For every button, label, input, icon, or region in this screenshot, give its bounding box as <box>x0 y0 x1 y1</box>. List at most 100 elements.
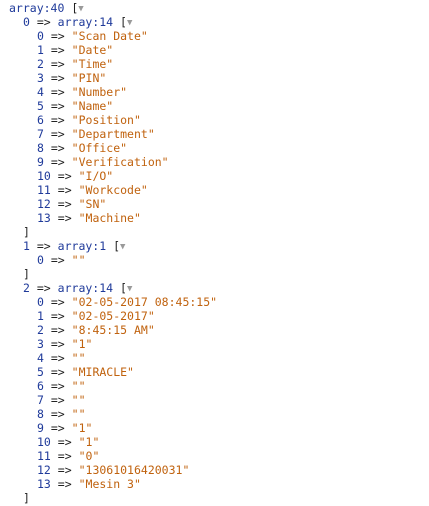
item-value: "8:45:15 AM" <box>71 323 155 337</box>
arrow: => <box>36 281 51 295</box>
array-prefix: array: <box>57 281 100 295</box>
array-item: 2 => "8:45:15 AM" <box>9 323 424 337</box>
item-index: 7 <box>37 127 44 141</box>
item-index: 3 <box>37 71 44 85</box>
item-value: "1" <box>71 421 93 435</box>
item-value: "PIN" <box>71 71 107 85</box>
group-count: 14 <box>99 15 114 29</box>
item-value: "1" <box>71 337 93 351</box>
arrow: => <box>57 463 72 477</box>
group-index: 2 <box>23 281 30 295</box>
collapse-toggle-icon[interactable]: ▼ <box>120 242 126 252</box>
item-index: 12 <box>37 463 51 477</box>
collapse-toggle-icon[interactable]: ▼ <box>126 18 133 28</box>
arrow: => <box>50 43 65 57</box>
array-item: 3 => "1" <box>9 337 424 351</box>
arrow: => <box>50 141 65 155</box>
item-index: 1 <box>37 309 44 323</box>
item-index: 3 <box>37 337 44 351</box>
arrow: => <box>50 113 65 127</box>
item-value: "02-05-2017" <box>71 309 155 323</box>
array-item: 11 => "Workcode" <box>9 183 424 197</box>
arrow: => <box>57 197 72 211</box>
array-item: 0 => "" <box>9 253 424 267</box>
array-item: 4 => "Number" <box>9 85 424 99</box>
array-item: 0 => "Scan Date" <box>9 29 424 43</box>
arrow: => <box>50 85 65 99</box>
array-group-header: 2 => array:14 [▼ <box>9 281 424 295</box>
array-item: 6 => "Position" <box>9 113 424 127</box>
group-count: 14 <box>99 281 114 295</box>
array-group-header: 1 => array:1 [▼ <box>9 239 424 253</box>
item-value: "Position" <box>71 113 141 127</box>
item-index: 9 <box>37 421 44 435</box>
item-value: "" <box>71 253 86 267</box>
root-array-label: array:40 <box>9 1 65 15</box>
arrow: => <box>50 57 65 71</box>
array-dump: array:40 [▼ 0 => array:14 [▼0 => "Scan D… <box>9 1 424 505</box>
arrow: => <box>50 309 65 323</box>
item-index: 10 <box>37 169 51 183</box>
item-index: 4 <box>37 85 44 99</box>
collapse-toggle-icon[interactable]: ▼ <box>126 284 133 294</box>
root-open-bracket: [ <box>71 1 79 15</box>
item-index: 2 <box>37 57 44 71</box>
arrow: => <box>50 337 65 351</box>
item-value: "0" <box>78 449 100 463</box>
array-prefix: array: <box>57 15 100 29</box>
group-index: 1 <box>23 239 30 253</box>
array-item: 10 => "I/O" <box>9 169 424 183</box>
array-item: 3 => "PIN" <box>9 71 424 85</box>
array-item: 0 => "02-05-2017 08:45:15" <box>9 295 424 309</box>
item-value: "" <box>71 393 86 407</box>
arrow: => <box>50 421 65 435</box>
item-value: "Number" <box>71 85 128 99</box>
item-index: 0 <box>37 295 44 309</box>
array-prefix: array: <box>57 239 100 253</box>
item-index: 6 <box>37 113 44 127</box>
arrow: => <box>36 239 51 253</box>
item-index: 11 <box>37 449 51 463</box>
array-item: 11 => "0" <box>9 449 424 463</box>
item-value: "Time" <box>71 57 114 71</box>
item-value: "Mesin 3" <box>78 477 141 491</box>
item-value: "MIRACLE" <box>71 365 134 379</box>
arrow: => <box>57 449 72 463</box>
arrow: => <box>57 477 72 491</box>
close-bracket: ] <box>23 267 30 281</box>
arrow: => <box>50 365 65 379</box>
open-bracket: [ <box>120 281 127 295</box>
array-item: 13 => "Mesin 3" <box>9 477 424 491</box>
item-index: 9 <box>37 155 44 169</box>
item-value: "" <box>71 379 86 393</box>
item-value: "Date" <box>71 43 114 57</box>
item-index: 2 <box>37 323 44 337</box>
group-count: 1 <box>99 239 107 253</box>
item-value: "Department" <box>71 127 155 141</box>
array-item: 12 => "SN" <box>9 197 424 211</box>
array-item: 1 => "02-05-2017" <box>9 309 424 323</box>
item-index: 13 <box>37 477 51 491</box>
item-index: 0 <box>37 253 44 267</box>
root-collapse-toggle-icon[interactable]: ▼ <box>78 4 84 14</box>
item-value: "Scan Date" <box>71 29 148 43</box>
item-index: 13 <box>37 211 51 225</box>
arrow: => <box>50 393 65 407</box>
array-item: 2 => "Time" <box>9 57 424 71</box>
arrow: => <box>50 71 65 85</box>
item-index: 0 <box>37 29 44 43</box>
array-item: 5 => "Name" <box>9 99 424 113</box>
close-bracket: ] <box>23 491 30 505</box>
open-bracket: [ <box>113 239 121 253</box>
arrow: => <box>57 183 72 197</box>
item-index: 4 <box>37 351 44 365</box>
arrow: => <box>36 15 51 29</box>
item-index: 8 <box>37 141 44 155</box>
item-value: "Verification" <box>71 155 169 169</box>
arrow: => <box>50 155 65 169</box>
item-index: 5 <box>37 99 44 113</box>
item-index: 11 <box>37 183 51 197</box>
array-item: 9 => "Verification" <box>9 155 424 169</box>
item-value: "13061016420031" <box>78 463 190 477</box>
array-groups: 0 => array:14 [▼0 => "Scan Date"1 => "Da… <box>9 15 424 505</box>
